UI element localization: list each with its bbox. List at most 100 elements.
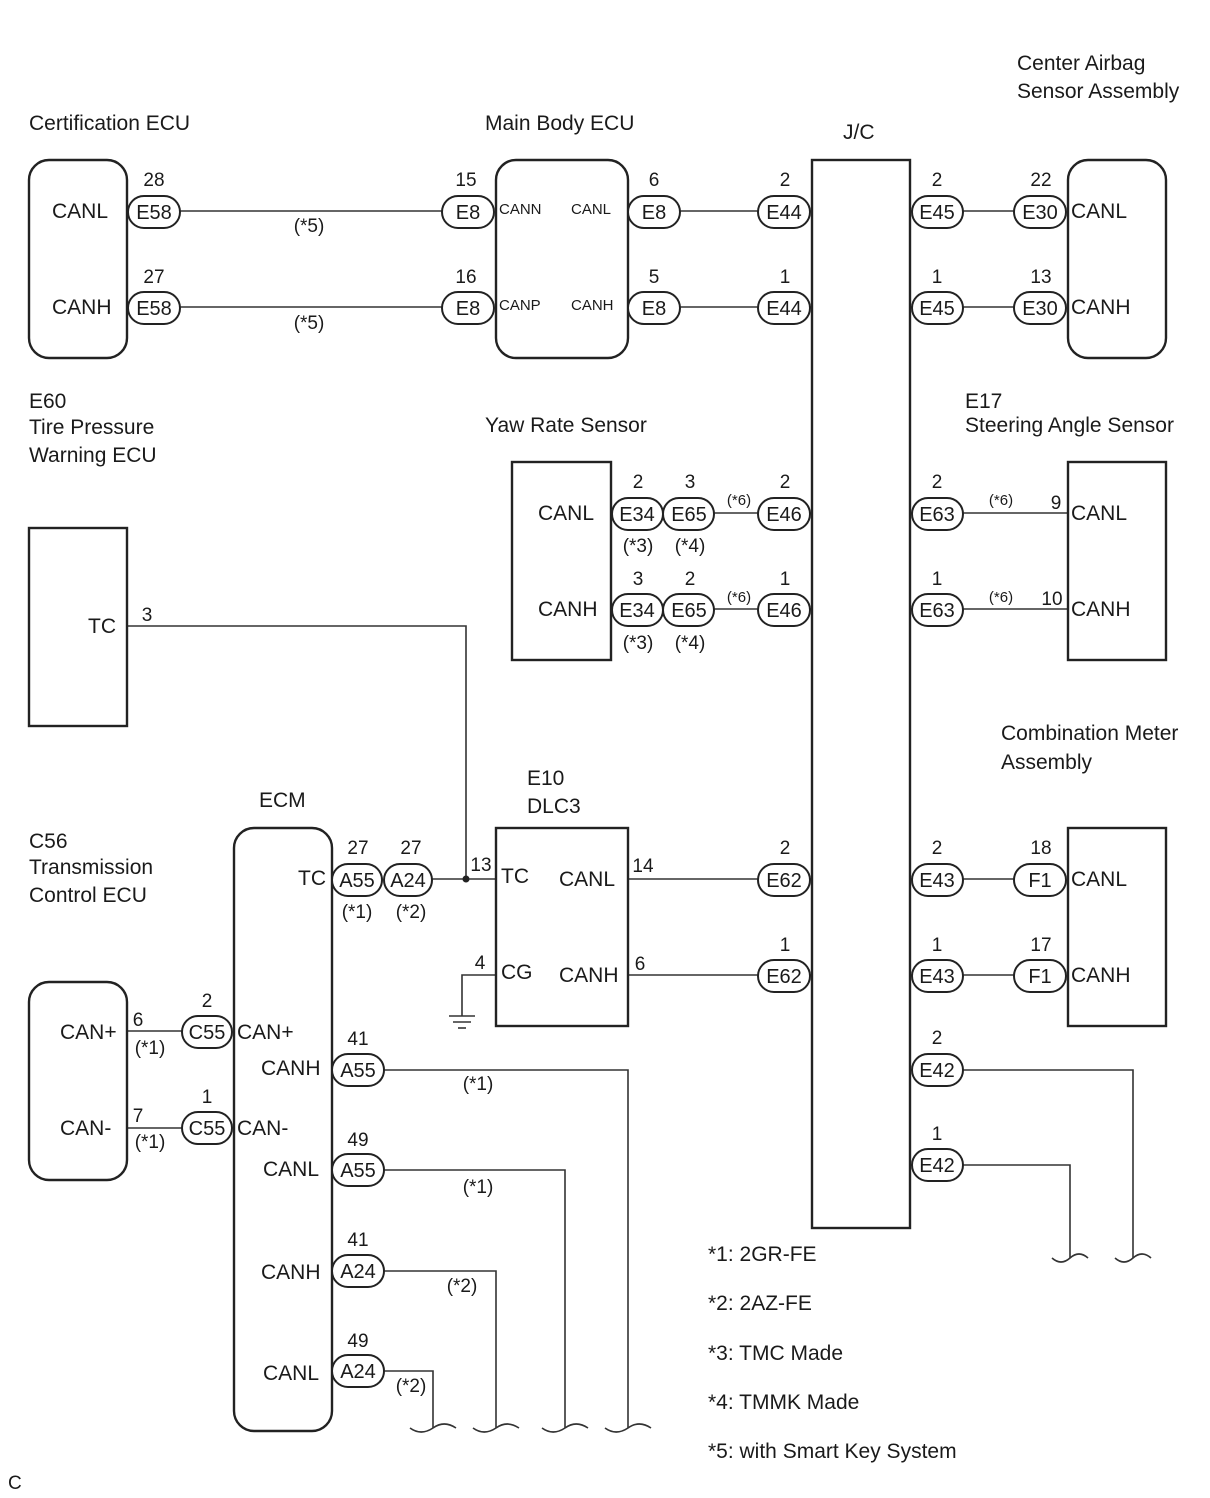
svg-text:(*6): (*6)	[989, 589, 1013, 606]
connector-labels: E58 E58 E8 E8 E8 E8 E44 E44 E45 E45 E30 …	[136, 202, 1058, 1383]
transmission-ecu-box	[27, 980, 129, 1182]
svg-text:(*1): (*1)	[342, 902, 373, 923]
svg-text:2: 2	[932, 170, 943, 191]
wire-break-symbols	[409, 1253, 1152, 1433]
combination-meter-box	[1066, 826, 1168, 1028]
svg-text:3: 3	[633, 569, 644, 590]
svg-text:1: 1	[932, 569, 943, 590]
svg-text:17: 17	[1030, 935, 1051, 956]
figure-id: C	[8, 1473, 22, 1494]
connector-f1-canl: F1	[1028, 870, 1051, 892]
connector-e8-canh: E8	[642, 298, 666, 320]
tire-pressure-title-line1: Tire Pressure	[29, 416, 154, 439]
svg-text:(*1): (*1)	[463, 1177, 494, 1198]
svg-text:9: 9	[1051, 493, 1062, 514]
connector-e30-canl: E30	[1022, 202, 1058, 224]
main-body-cann-label: CANN	[499, 201, 542, 218]
connector-e43-canh: E43	[919, 966, 955, 988]
main-body-canp-label: CANP	[499, 297, 541, 314]
connector-e42-a: E42	[919, 1060, 955, 1082]
ecm-canh2-label: CANH	[261, 1261, 321, 1284]
steering-angle-code: E17	[965, 390, 1002, 413]
svg-text:41: 41	[347, 1029, 368, 1050]
svg-text:41: 41	[347, 1230, 368, 1251]
svg-text:4: 4	[475, 953, 486, 974]
center-airbag-title-line1: Center Airbag	[1017, 52, 1145, 75]
dlc3-canl-label: CANL	[559, 868, 615, 891]
svg-text:1: 1	[780, 569, 791, 590]
steering-angle-sensor-box	[1066, 460, 1168, 662]
center-airbag-canl-label: CANL	[1071, 200, 1127, 223]
svg-text:6: 6	[635, 954, 646, 975]
svg-text:3: 3	[685, 472, 696, 493]
connector-e8-canl: E8	[642, 202, 666, 224]
svg-text:49: 49	[347, 1331, 368, 1352]
svg-text:7: 7	[133, 1106, 144, 1127]
svg-text:27: 27	[347, 838, 368, 859]
connector-e62-canl: E62	[766, 870, 802, 892]
svg-text:22: 22	[1030, 170, 1051, 191]
svg-text:(*2): (*2)	[447, 1276, 478, 1297]
svg-text:(*1): (*1)	[463, 1074, 494, 1095]
connector-e30-canh: E30	[1022, 298, 1058, 320]
svg-text:10: 10	[1041, 589, 1062, 610]
connector-a24-canl: A24	[340, 1361, 376, 1383]
connector-e63-canh: E63	[919, 600, 955, 622]
svg-text:2: 2	[633, 472, 644, 493]
dlc3-tc-label: TC	[501, 865, 529, 888]
steering-angle-canh-label: CANH	[1071, 598, 1131, 621]
connector-e44-canh: E44	[766, 298, 802, 320]
ecm-box	[232, 826, 334, 1433]
connector-f1-canh: F1	[1028, 966, 1051, 988]
svg-text:2: 2	[932, 472, 943, 493]
yaw-rate-sensor-title: Yaw Rate Sensor	[485, 414, 647, 437]
connector-e34-canl: E34	[619, 504, 655, 526]
main-body-canh-label: CANH	[571, 297, 614, 314]
connector-e46-canh: E46	[766, 600, 802, 622]
svg-text:2: 2	[780, 472, 791, 493]
connector-e58-canh: E58	[136, 298, 172, 320]
svg-text:5: 5	[649, 267, 660, 288]
connector-e63-canl: E63	[919, 504, 955, 526]
combination-meter-title-line1: Combination Meter	[1001, 722, 1178, 745]
svg-text:(*2): (*2)	[396, 1376, 427, 1397]
connector-c55-canp: C55	[189, 1022, 226, 1044]
svg-text:16: 16	[455, 267, 476, 288]
connector-a55-canh: A55	[340, 1060, 376, 1082]
svg-text:27: 27	[143, 267, 164, 288]
svg-text:(*5): (*5)	[294, 313, 325, 334]
connector-e62-canh: E62	[766, 966, 802, 988]
connector-e44-canl: E44	[766, 202, 802, 224]
svg-text:6: 6	[133, 1010, 144, 1031]
main-body-ecu-title: Main Body ECU	[485, 112, 634, 135]
tire-pressure-code: E60	[29, 390, 66, 413]
svg-text:14: 14	[632, 856, 654, 877]
cert-ecu-canl-label: CANL	[52, 200, 108, 223]
svg-text:2: 2	[685, 569, 696, 590]
svg-text:2: 2	[932, 838, 943, 859]
junction-connector-title: J/C	[843, 121, 875, 144]
legend-item: *1: 2GR-FE	[708, 1243, 817, 1266]
connector-a24-canh: A24	[340, 1261, 376, 1283]
ecm-canp-label: CAN+	[237, 1021, 294, 1044]
combination-meter-canh-label: CANH	[1071, 964, 1131, 987]
svg-text:(*1): (*1)	[135, 1038, 166, 1059]
ecm-canl2-label: CANL	[263, 1362, 319, 1385]
ecm-canl1-label: CANL	[263, 1158, 319, 1181]
ecm-title: ECM	[259, 789, 306, 812]
connector-e45-canh: E45	[919, 298, 955, 320]
connector-a55-tc: A55	[339, 870, 375, 892]
tcu-title-line2: Control ECU	[29, 884, 147, 907]
svg-text:13: 13	[470, 855, 491, 876]
ecm-tc-label: TC	[298, 867, 326, 890]
connector-e43-canl: E43	[919, 870, 955, 892]
tire-pressure-tc-label: TC	[88, 615, 116, 638]
svg-text:15: 15	[455, 170, 476, 191]
combination-meter-title-line2: Assembly	[1001, 751, 1093, 774]
svg-text:2: 2	[780, 170, 791, 191]
svg-text:2: 2	[202, 991, 213, 1012]
connector-e58-canl: E58	[136, 202, 172, 224]
svg-text:18: 18	[1030, 838, 1051, 859]
connector-e45-canl: E45	[919, 202, 955, 224]
dlc3-title: DLC3	[527, 795, 581, 818]
